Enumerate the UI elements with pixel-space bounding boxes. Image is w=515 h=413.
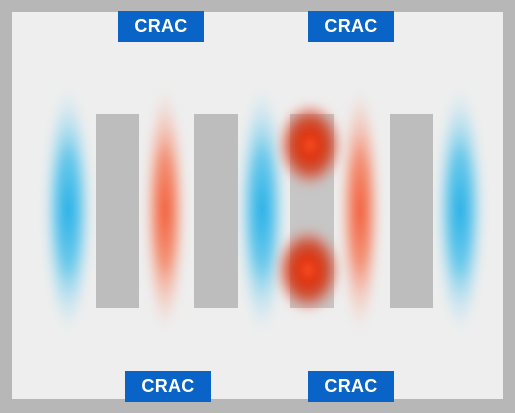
cold-aisle-center [236,85,288,335]
server-rack-4 [390,114,433,308]
crac-unit-bottom-right: CRAC [308,371,394,402]
server-rack-1 [96,114,139,308]
hot-aisle-left [143,88,187,332]
hot-aisle-right [338,88,382,332]
hotspot-lower [274,226,342,314]
hotspot-upper [276,101,344,189]
server-rack-2 [194,114,238,308]
crac-unit-top-right: CRAC [308,11,394,42]
crac-unit-top-left: CRAC [118,11,204,42]
cold-aisle-left [42,85,94,335]
crac-unit-bottom-left: CRAC [125,371,211,402]
cold-aisle-right [434,85,486,335]
